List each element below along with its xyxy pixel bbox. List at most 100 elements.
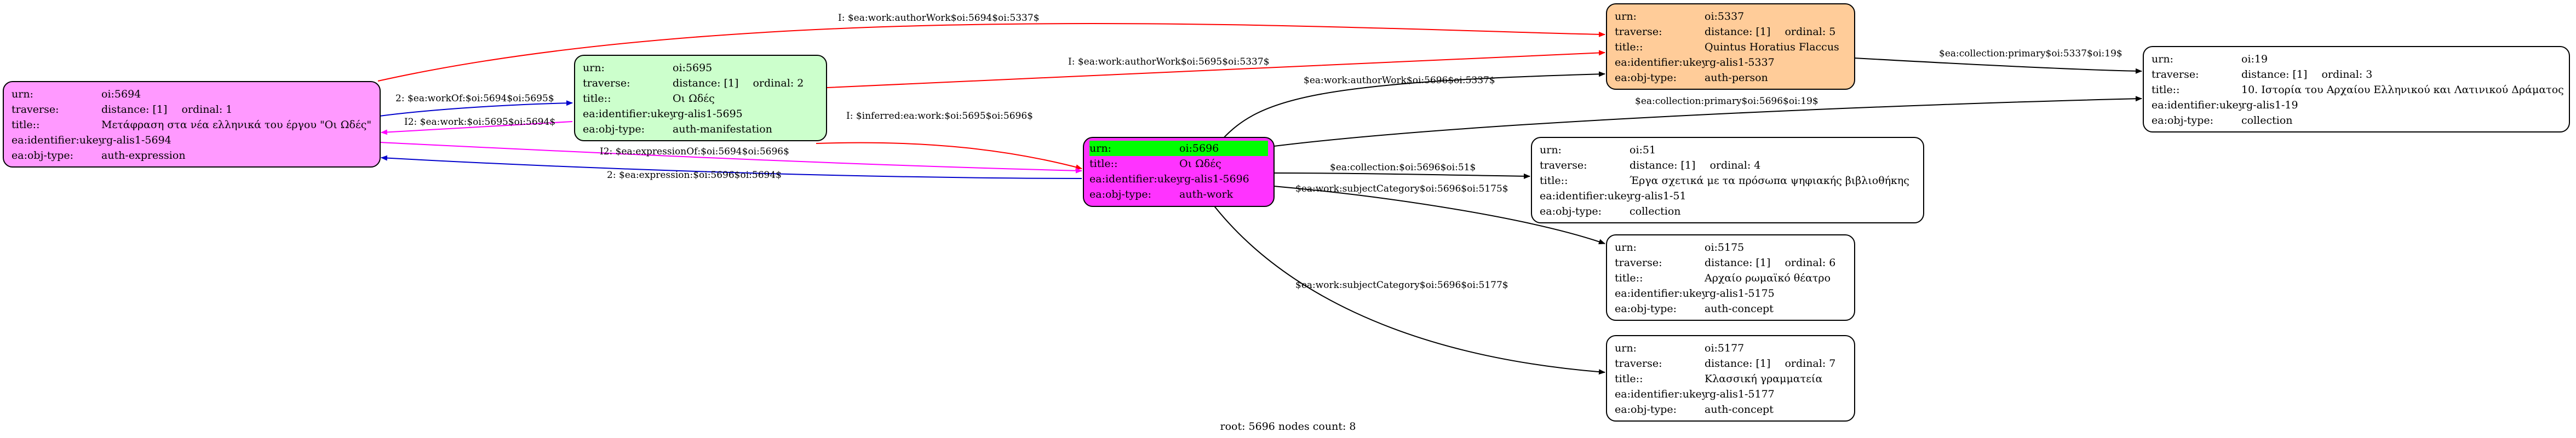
node-title: Οι Ωδές (673, 93, 715, 105)
node-ordinal: ordinal: 7 (1785, 358, 1836, 370)
node-urn: oi:5694 (101, 88, 141, 100)
row-key-traverse: traverse: (1615, 26, 1662, 38)
row-key-ukey: ea:identifier:ukey (1089, 173, 1179, 185)
node-obj-type: auth-person (1705, 72, 1768, 84)
edge-5695-5694 (381, 121, 573, 135)
row-key-urn: urn: (1089, 142, 1111, 154)
row-key-obj-type: ea:obj-type: (583, 123, 645, 135)
row-key-urn: urn: (1615, 241, 1637, 253)
row-key-urn: urn: (12, 88, 33, 100)
row-key-title: title:: (1089, 158, 1118, 170)
edge-5696-19 (1269, 96, 2142, 147)
row-key-urn: urn: (1615, 342, 1637, 354)
node-urn: oi:5337 (1705, 10, 1745, 22)
node-title: Οι Ωδές (1179, 158, 1221, 170)
edge-5695-5696 (816, 142, 1082, 170)
edge-label-5696-19: $ea:collection:primary$oi:5696$oi:19$ (1635, 96, 1818, 107)
row-key-title: title:: (1540, 175, 1568, 187)
node-distance: distance: [1] (673, 77, 739, 89)
row-key-obj-type: ea:obj-type: (2152, 114, 2214, 126)
node-5695[interactable]: urn:oi:5695 traverse:distance: [1]ordina… (574, 55, 827, 141)
node-distance: distance: [1] (1705, 26, 1771, 38)
node-ordinal: ordinal: 5 (1785, 26, 1836, 38)
node-title: Έργα σχετικά με τα πρόσωπα ψηφιακής βιβλ… (1630, 175, 1909, 187)
edge-5337-19 (1854, 57, 2142, 74)
node-obj-type: auth-work (1179, 188, 1234, 200)
edge-label-5695-5337: I: $ea:work:authorWork$oi:5695$oi:5337$ (1068, 56, 1270, 67)
row-key-traverse: traverse: (1615, 257, 1662, 269)
node-urn: oi:5175 (1705, 241, 1745, 253)
node-distance: distance: [1] (1630, 159, 1696, 171)
node-ukey: rg-alis1-51 (1630, 190, 1686, 202)
row-key-urn: urn: (1615, 10, 1637, 22)
edge-5696-51 (1273, 172, 1530, 179)
node-ukey: rg-alis1-5177 (1705, 388, 1775, 400)
node-5694[interactable]: urn: oi:5694 traverse: distance: [1] ordina… (3, 81, 381, 168)
row-key-ukey: ea:identifier:ukey (12, 134, 101, 146)
edge-label-5696-5337: $ea:work:authorWork$oi:5696$oi:5337$ (1304, 75, 1495, 86)
edge-label-5696-5175: $ea:work:subjectCategory$oi:5696$oi:5175… (1295, 183, 1508, 194)
node-urn: oi:5695 (673, 62, 713, 74)
edge-5696-5177 (1213, 204, 1605, 375)
edge-5694-5337 (377, 23, 1605, 82)
node-distance: distance: [1] (1705, 358, 1771, 370)
edge-label-5694-5337: I: $ea:work:authorWork$oi:5694$oi:5337$ (838, 13, 1040, 24)
node-obj-type: auth-manifestation (673, 123, 772, 135)
row-key-title: title:: (1615, 41, 1643, 53)
row-key-traverse: traverse: (1615, 358, 1662, 370)
node-obj-type: auth-concept (1705, 404, 1774, 416)
edge-label-5695-5694: I2: $ea:work:$oi:5695$oi:5694$ (404, 117, 555, 128)
row-key-ukey: ea:identifier:ukey (2152, 99, 2241, 111)
edge-label-5696-5694: 2: $ea:expression:$oi:5696$oi:5694$ (607, 170, 782, 181)
node-urn: oi:51 (1630, 144, 1656, 156)
row-key-urn: urn: (583, 62, 605, 74)
node-title: Μετάφραση στα νέα ελληνικά του έργου "Οι… (101, 119, 372, 131)
row-key-ukey: ea:identifier:ukey (1540, 190, 1630, 202)
row-key-obj-type: ea:obj-type: (12, 149, 74, 162)
node-19[interactable]: urn:oi:19 traverse:distance: [1]ordinal:… (2143, 46, 2570, 132)
edge-label-5696-5177: $ea:work:subjectCategory$oi:5696$oi:5177… (1295, 280, 1508, 291)
node-distance: distance: [1] (101, 103, 168, 116)
node-ukey: rg-alis1-5695 (673, 108, 743, 120)
row-key-traverse: traverse: (583, 77, 630, 89)
edge-5696-5175 (1273, 186, 1605, 245)
node-5175[interactable]: urn:oi:5175 traverse:distance: [1]ordina… (1606, 234, 1855, 321)
edge-5695-5337 (827, 50, 1605, 88)
node-title: Quintus Horatius Flaccus (1705, 41, 1839, 53)
node-ordinal: ordinal: 1 (181, 103, 233, 116)
node-5177[interactable]: urn:oi:5177 traverse:distance: [1]ordina… (1606, 335, 1855, 422)
row-key-ukey: ea:identifier:ukey (583, 108, 673, 120)
row-key-title: title:: (12, 119, 40, 131)
row-key-traverse: traverse: (12, 103, 59, 116)
edge-5694-5696 (379, 142, 1082, 174)
node-ukey: rg-alis1-19 (2241, 99, 2298, 111)
edge-label-5696-51: $ea:collection:$oi:5696$oi:51$ (1330, 162, 1476, 173)
row-key-title: title:: (583, 93, 611, 105)
node-obj-type: auth-concept (1705, 303, 1774, 315)
edge-5696-5337 (1221, 71, 1605, 141)
node-ordinal: ordinal: 6 (1785, 257, 1836, 269)
edge-label-5694-5695: 2: $ea:workOf:$oi:5694$oi:5695$ (395, 93, 554, 104)
edge-label-5695-5696: I: $inferred:ea:work:$oi:5695$oi:5696$ (846, 111, 1033, 122)
row-key-title: title:: (2152, 84, 2180, 96)
node-ordinal: ordinal: 3 (2321, 68, 2373, 80)
node-title: 10. Ιστορία του Αρχαίου Ελληνικού και Λα… (2241, 84, 2564, 96)
node-ukey: rg-alis1-5337 (1705, 56, 1775, 68)
node-ukey: rg-alis1-5696 (1179, 173, 1249, 185)
node-ukey: rg-alis1-5175 (1705, 287, 1775, 299)
node-51[interactable]: urn:oi:51 traverse:distance: [1]ordinal:… (1531, 137, 1924, 223)
node-obj-type: collection (1630, 205, 1681, 217)
node-5337[interactable]: urn: oi:5337 traverse: distance: [1] ordina… (1606, 3, 1855, 90)
row-key-ukey: ea:identifier:ukey (1615, 388, 1705, 400)
row-key-obj-type: ea:obj-type: (1615, 404, 1677, 416)
row-key-urn: urn: (2152, 53, 2173, 65)
node-5696-root[interactable]: urn: oi:5696 title::Οι Ωδές ea:identifier… (1083, 137, 1275, 207)
row-key-title: title:: (1615, 272, 1643, 284)
graph-footer: root: 5696 nodes count: 8 (1220, 420, 1356, 433)
node-urn: oi:5696 (1179, 142, 1219, 154)
node-obj-type: collection (2241, 114, 2293, 126)
node-title: Κλασσική γραμματεία (1705, 373, 1823, 385)
row-key-obj-type: ea:obj-type: (1615, 303, 1677, 315)
edge-5696-5694 (381, 155, 1082, 179)
